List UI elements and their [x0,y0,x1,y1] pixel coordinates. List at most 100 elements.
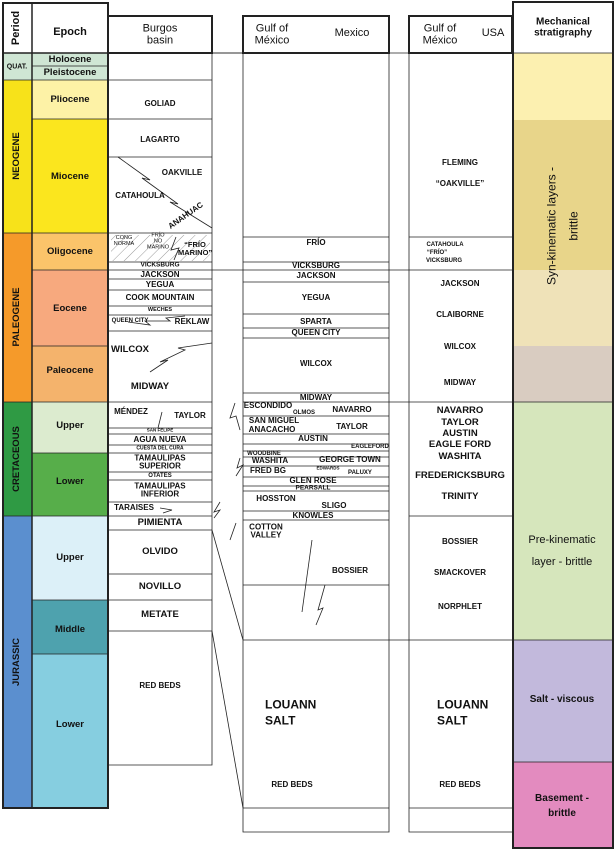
epoch-miocene-bg [32,119,108,233]
burgos-unit: RED BEDS [139,680,181,690]
mech-band [513,640,613,762]
mech-syn-kinematic: Syn-kinematic layers - brittle [544,166,580,286]
gulf-usa-unit: FREDERICKSBURG [415,470,505,482]
gulf-usa-unit: LOUANN SALT [437,697,489,727]
gulf-mexico-unit: PALUXY [348,469,372,476]
gulf-mexico-unit: VICKSBURG [291,260,341,270]
gulf-usa-unit: “FRÍO” [426,249,448,256]
gulf-mexico-unit: SLIGO [321,500,347,510]
burgos-unit: SAN FELIPE [146,427,174,433]
gulf-usa-unit: TAYLOR [441,417,479,429]
burgos-unit: LAGARTO [140,134,180,144]
gulf-mexico-unit: PEARSALL [295,484,331,492]
gulf-mexico-unit: WILCOX [300,358,332,368]
burgos-unit: COOK MOUNTAIN [125,292,195,302]
mech-band [513,53,613,120]
gulf-mexico-unit: LOUANN SALT [265,697,317,727]
gulf-mexico-unit: OLMOS [293,409,315,416]
gulf-mexico-unit: EDWARDS [316,465,340,471]
epoch-label: Oligocene [47,246,93,258]
period-label: CRETACEOUS [11,426,23,492]
gulf-mexico-unit: NAVARRO [332,404,372,414]
gulf-usa-unit: NAVARRO [436,405,484,417]
burgos-unit: TAMAULIPAS SUPERIOR [134,453,186,471]
burgos-unit: OTATES [148,472,172,479]
epoch-pliocene-bg [32,80,108,119]
gulf-mexico-country: Mexico [334,27,370,40]
gulf-mexico-unit: KNOWLES [292,510,334,520]
gulf-mexico-unit: BOSSIER [331,565,369,575]
period-neogene [3,80,32,233]
burgos-unit: QUEEN CITY [111,317,149,324]
mech-pre-kinematic: Pre-kinematic layer - brittle [528,534,596,568]
period-label: PALEOGENE [11,287,23,347]
gulf-mexico-unit: JACKSON [296,270,336,280]
epoch-lower-cretaceous-bg [32,453,108,516]
burgos-unit: CONG NORMA [113,235,135,247]
mech-band [513,762,613,848]
gulf-mexico-unit: FRED BG [250,465,286,475]
burgos-unit: “FRÍO MARINO” [178,240,213,257]
epoch-label: Pleistocene [43,67,97,79]
gulf-usa-unit: JACKSON [440,278,480,288]
epoch-upper-jurassic-bg [32,516,108,600]
gulf-usa-unit: CATAHOULA [426,241,464,248]
gulf-mexico-unit: SAN MIGUEL [248,415,300,425]
gulf-mexico-unit: GLEN ROSE [289,475,337,485]
epoch-label: Holocene [48,54,92,66]
burgos-unit: REKLAW [174,316,210,326]
burgos-unit: OLVIDO [142,546,178,558]
gulf-mexico-unit: YEGUA [301,292,331,302]
gulf-usa-unit: CLAIBORNE [436,309,484,319]
epoch-label: Miocene [50,171,90,183]
burgos-unit: NOVILLO [138,581,182,593]
period-label: JURASSIC [11,637,23,687]
epoch-label: Lower [56,476,84,488]
gulf-usa-unit: MIDWAY [443,377,477,387]
period-header: Period [10,10,23,46]
burgos-unit: TARAISES [114,502,154,512]
gulf-usa-unit: “OAKVILLE” [435,178,485,188]
burgos-unit: WILCOX [111,344,149,356]
epoch-eocene-bg [32,270,108,346]
mech-basement: Basement - brittle [535,793,589,819]
burgos-unit: MÉNDEZ [114,406,148,416]
epoch-oligocene-bg [32,233,108,270]
burgos-header: Burgos basin [142,22,178,46]
burgos-unit: WECHES [147,307,173,314]
gulf-usa-country: USA [481,27,505,40]
epoch-label: Paleocene [46,365,94,377]
gulf-mexico-unit: QUEEN CITY [291,327,341,337]
epoch-lower-jurassic-bg [32,654,108,808]
burgos-unit: GOLIAD [144,98,176,108]
gulf-mexico-unit: ESCONDIDO [243,400,293,410]
gulf-usa-unit: EAGLE FORD [428,439,492,451]
gulf-usa-unit: VICKSBURG [425,257,463,264]
gulf-usa-unit: BOSSIER [441,536,479,546]
gulf-mexico-unit: SPARTA [300,316,332,326]
burgos-unit: AGUA NUEVA [133,434,187,444]
gulf-usa-header: Gulf of México [422,22,458,46]
epoch-holocene-bg [32,53,108,66]
epoch-middle-jurassic-bg [32,600,108,654]
epoch-label: Upper [56,420,84,432]
gulf-mexico-unit: TAYLOR [336,421,368,431]
burgos-unit: OAKVILLE [161,167,203,177]
gulf-mexico-unit: WOODBINE [247,450,281,457]
burgos-unit: PIMIENTA [137,517,183,529]
epoch-label: Middle [54,624,86,636]
epoch-label: Eocene [53,303,87,315]
gulf-usa-unit: TRINITY [441,491,479,503]
burgos-unit: CUESTA DEL CURA [136,445,184,452]
mech-salt: Salt - viscous [529,693,595,705]
epoch-label: Lower [56,719,84,731]
gulf-mexico-unit: WASHITA [251,455,289,465]
gulf-usa-unit: AUSTIN [442,428,478,440]
burgos-unit: YEGUA [145,279,175,289]
epoch-paleocene-bg [32,346,108,402]
gulf-usa-unit: NORPHLET [438,601,482,611]
gulf-mexico-header: Gulf of México [254,22,290,46]
gulf-usa-unit: WASHITA [438,451,482,463]
gulf-mexico-unit: COTTON VALLEY [249,522,283,540]
